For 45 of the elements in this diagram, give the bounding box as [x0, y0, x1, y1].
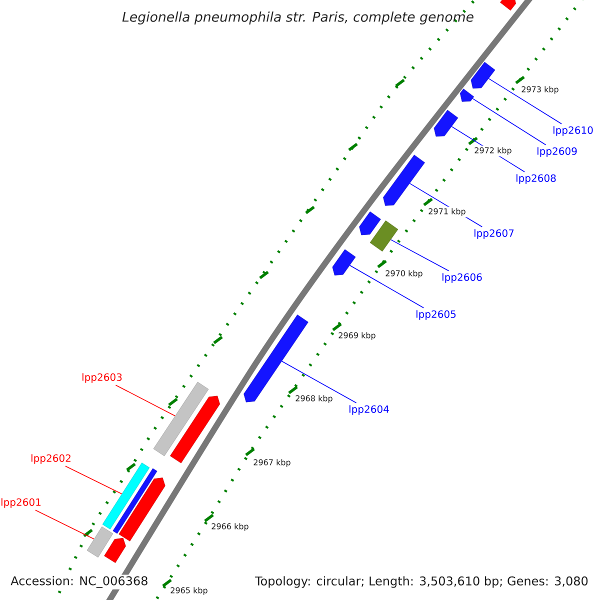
- gene-label: lpp2608: [516, 174, 556, 184]
- title: Legionella pneumophila str. Paris, complete genome: [122, 12, 474, 24]
- tick-label: 2970 kbp: [384, 268, 424, 280]
- gene-label: lpp2601: [1, 498, 41, 508]
- tick-label: 2965 kbp: [168, 586, 210, 596]
- leader-line: [65, 466, 122, 494]
- tick-label: 2968 kbp: [294, 394, 334, 404]
- gene-block: [359, 211, 381, 236]
- tick-label: 2972 kbp: [472, 146, 514, 156]
- gene-block: [434, 110, 458, 137]
- leader-line: [34, 510, 94, 540]
- gene-label: lpp2605: [416, 310, 456, 320]
- gene-block: [118, 478, 166, 542]
- gene-block: [460, 88, 474, 102]
- info-text: Accession: NC_006368: [9, 574, 150, 590]
- gene-block: [500, 0, 516, 11]
- leader-line: [281, 360, 357, 404]
- gene-label: lpp2603: [82, 373, 122, 383]
- gene-block: [370, 220, 398, 252]
- tick-label: 2973 kbp: [520, 84, 560, 96]
- leader-line: [115, 384, 176, 416]
- leader-line: [472, 98, 546, 146]
- leader-line: [390, 239, 450, 272]
- gene-block: [153, 382, 209, 456]
- gene-block: [332, 249, 356, 276]
- gene-block: [112, 468, 158, 534]
- gene-label: lpp2607: [474, 229, 514, 239]
- gene-block: [383, 154, 425, 206]
- gene-label: lpp2610: [553, 126, 593, 136]
- tick-label: 2967 kbp: [252, 458, 292, 468]
- gene-label: lpp2602: [31, 454, 70, 464]
- gene-label: lpp2606: [442, 273, 482, 283]
- gene-block: [102, 462, 150, 530]
- gene-label: lpp2604: [349, 405, 389, 415]
- info-text: Topology: circular; Length: 3,503,610 bp; Genes: 3,080: [254, 574, 590, 590]
- leader-line: [488, 78, 562, 124]
- leader-line: [349, 264, 424, 308]
- gene-block: [104, 538, 126, 563]
- gene-block: [86, 526, 114, 558]
- gene-block: [470, 62, 496, 89]
- gene-block: [170, 396, 220, 464]
- tick-label: 2969 kbp: [336, 330, 378, 342]
- tick-label: 2971 kbp: [426, 206, 468, 218]
- gene-label: lpp2609: [537, 147, 577, 157]
- tick-label: 2966 kbp: [210, 522, 250, 532]
